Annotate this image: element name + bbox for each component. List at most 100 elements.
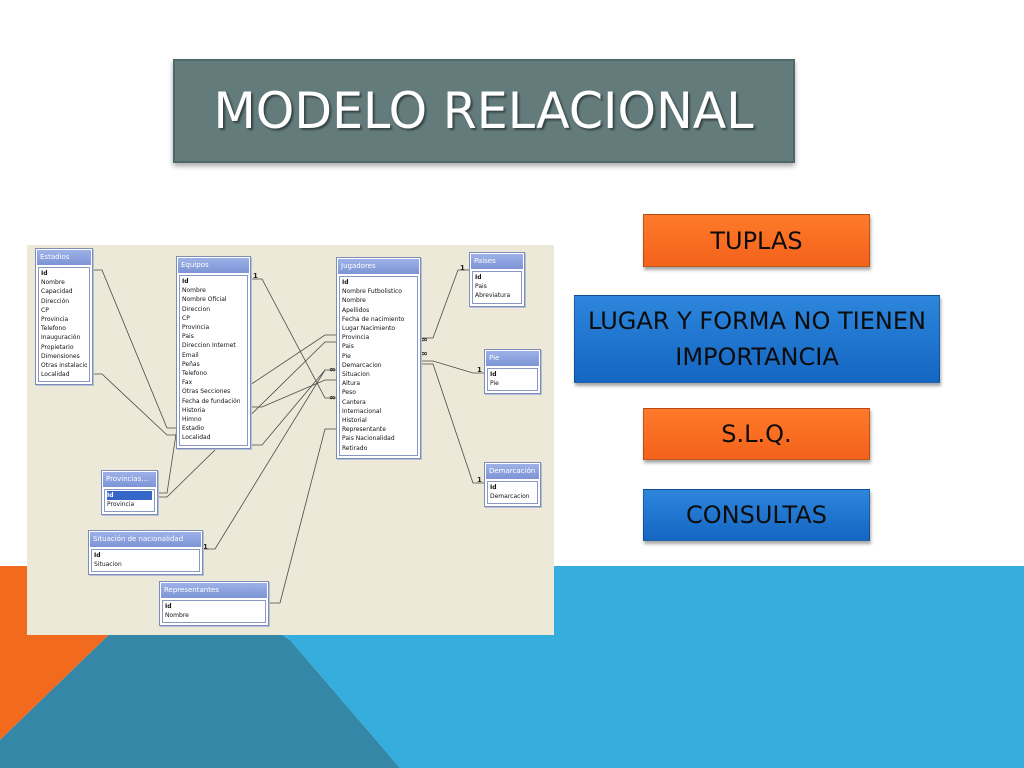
table-field: Demarcacion: [342, 361, 382, 369]
table-title: Equipos: [177, 257, 250, 273]
table-field: Lugar Nacimiento: [342, 325, 396, 333]
cardinality-many-label: ∞: [421, 335, 428, 344]
cardinality-many-label: ∞: [329, 393, 336, 402]
table-field: CP: [182, 314, 190, 322]
table-field: Propietario: [41, 343, 74, 351]
table-field: Localidad: [41, 371, 70, 379]
table-field: Historia: [182, 406, 206, 414]
table-field: Altura: [342, 380, 361, 388]
slq-label: S.L.Q.: [721, 420, 792, 448]
table-field: Estadio: [182, 425, 205, 433]
table-field: Pie: [490, 380, 499, 388]
table-representantes[interactable]: Representantes Id Nombre: [159, 581, 269, 627]
table-field: Id: [41, 270, 48, 277]
table-field: Himno: [182, 416, 202, 424]
table-title: Estadios: [36, 249, 92, 265]
table-equipos[interactable]: Equipos Id Nombre Nombre Oficial Direcci…: [176, 256, 251, 449]
table-field: Pais: [475, 283, 487, 291]
table-field: Fecha de fundación: [182, 397, 241, 405]
table-field-selected[interactable]: Id: [107, 491, 152, 501]
table-field: Id: [165, 603, 172, 610]
cardinality-one-label: 1: [460, 264, 465, 272]
table-field: Id: [475, 274, 482, 281]
table-title: Jugadores: [337, 258, 420, 274]
tuplas-button[interactable]: TUPLAS: [643, 214, 870, 267]
slide-title: MODELO RELACIONAL: [213, 82, 755, 140]
table-field: Peñas: [182, 360, 200, 368]
relational-diagram: 1 1 1 1 1 ∞ ∞ ∞ ∞ Estadios Id Nombre Cap…: [27, 245, 554, 635]
cardinality-one-label: 1: [477, 476, 482, 484]
table-field: Fecha de nacimiento: [342, 315, 405, 323]
table-field: Otras Secciones: [182, 388, 231, 396]
table-field: Provincia: [182, 324, 210, 332]
table-field: Pais: [182, 333, 194, 341]
table-demarcacion[interactable]: Demarcación Id Demarcacion: [484, 462, 541, 508]
table-field: Nombre: [165, 612, 189, 620]
table-jugadores[interactable]: Jugadores Id Nombre Futbolistico Nombre …: [336, 257, 421, 459]
table-field: Telefono: [182, 370, 207, 378]
table-field: Id: [490, 484, 497, 491]
table-field: Dimensiones: [41, 352, 80, 360]
cardinality-one-label: 1: [477, 366, 482, 374]
table-field: Nombre: [342, 297, 366, 305]
table-field: Abreviatura: [475, 292, 511, 300]
table-situacion-nacionalidad[interactable]: Situación de nacionalidad Id Situacion: [88, 530, 203, 576]
table-title: Pie: [485, 350, 540, 366]
table-field: Nombre: [41, 279, 65, 287]
table-field: Id: [94, 552, 101, 559]
consultas-button[interactable]: CONSULTAS: [643, 489, 870, 541]
table-field: Direccion: [182, 305, 211, 313]
consultas-label: CONSULTAS: [686, 501, 827, 529]
table-field: Demarcacion: [490, 493, 530, 501]
table-field: Retirado: [342, 444, 368, 452]
table-field: Nombre: [182, 287, 206, 295]
table-field: Internacional: [342, 407, 382, 415]
table-field: Fax: [182, 379, 193, 387]
lugar-forma-label: LUGAR Y FORMA NO TIENEN IMPORTANCIA: [588, 307, 926, 371]
table-field: Pie: [342, 352, 351, 360]
table-field: Otras instalaciones: [41, 362, 87, 370]
table-title: Provincias...: [102, 471, 157, 487]
table-field: Cantera: [342, 398, 366, 406]
table-field: Provincia: [342, 334, 370, 342]
tuplas-label: TUPLAS: [710, 226, 803, 255]
table-field: Nombre Oficial: [182, 296, 227, 304]
table-title: Situación de nacionalidad: [89, 531, 202, 547]
table-field: Localidad: [182, 434, 211, 442]
slide-title-box: MODELO RELACIONAL: [173, 59, 795, 163]
table-field: Provincia: [107, 501, 135, 509]
lugar-forma-button[interactable]: LUGAR Y FORMA NO TIENEN IMPORTANCIA: [574, 295, 940, 383]
cardinality-many-label: ∞: [329, 365, 336, 374]
cardinality-one-label: 1: [253, 272, 258, 280]
table-field: Provincia: [41, 316, 69, 324]
table-field: Id: [182, 278, 189, 285]
table-pie[interactable]: Pie Id Pie: [484, 349, 541, 395]
table-paises[interactable]: Paises Id Pais Abreviatura: [469, 252, 525, 307]
cardinality-many-label: ∞: [421, 349, 428, 358]
table-title: Paises: [470, 253, 524, 269]
table-field: Id: [490, 371, 497, 378]
table-field: Direccion Internet: [182, 342, 236, 350]
table-field: Id: [342, 279, 349, 286]
table-field: Nombre Futbolistico: [342, 288, 402, 296]
table-field: Pais Nacionalidad: [342, 435, 395, 443]
table-field: Email: [182, 351, 199, 359]
table-field: Capacidad: [41, 288, 73, 296]
table-field: Pais: [342, 343, 354, 351]
table-title: Representantes: [160, 582, 268, 598]
table-field: Telefono: [41, 325, 66, 333]
table-field: Situacion: [342, 371, 370, 379]
cardinality-one-label: 1: [203, 543, 208, 551]
table-field: Peso: [342, 389, 356, 397]
table-field: Historial: [342, 417, 367, 425]
slq-button[interactable]: S.L.Q.: [643, 408, 870, 460]
table-provincias[interactable]: Provincias... Id Provincia: [101, 470, 158, 516]
table-field: Apellidos: [342, 306, 370, 314]
table-field: CP: [41, 306, 49, 314]
table-field: Representante: [342, 426, 386, 434]
table-field: Dirección: [41, 297, 70, 305]
table-title: Demarcación: [485, 463, 540, 479]
table-field: Inauguración: [41, 334, 81, 342]
table-estadios[interactable]: Estadios Id Nombre Capacidad Dirección C…: [35, 248, 93, 386]
table-field: Situacion: [94, 561, 122, 569]
